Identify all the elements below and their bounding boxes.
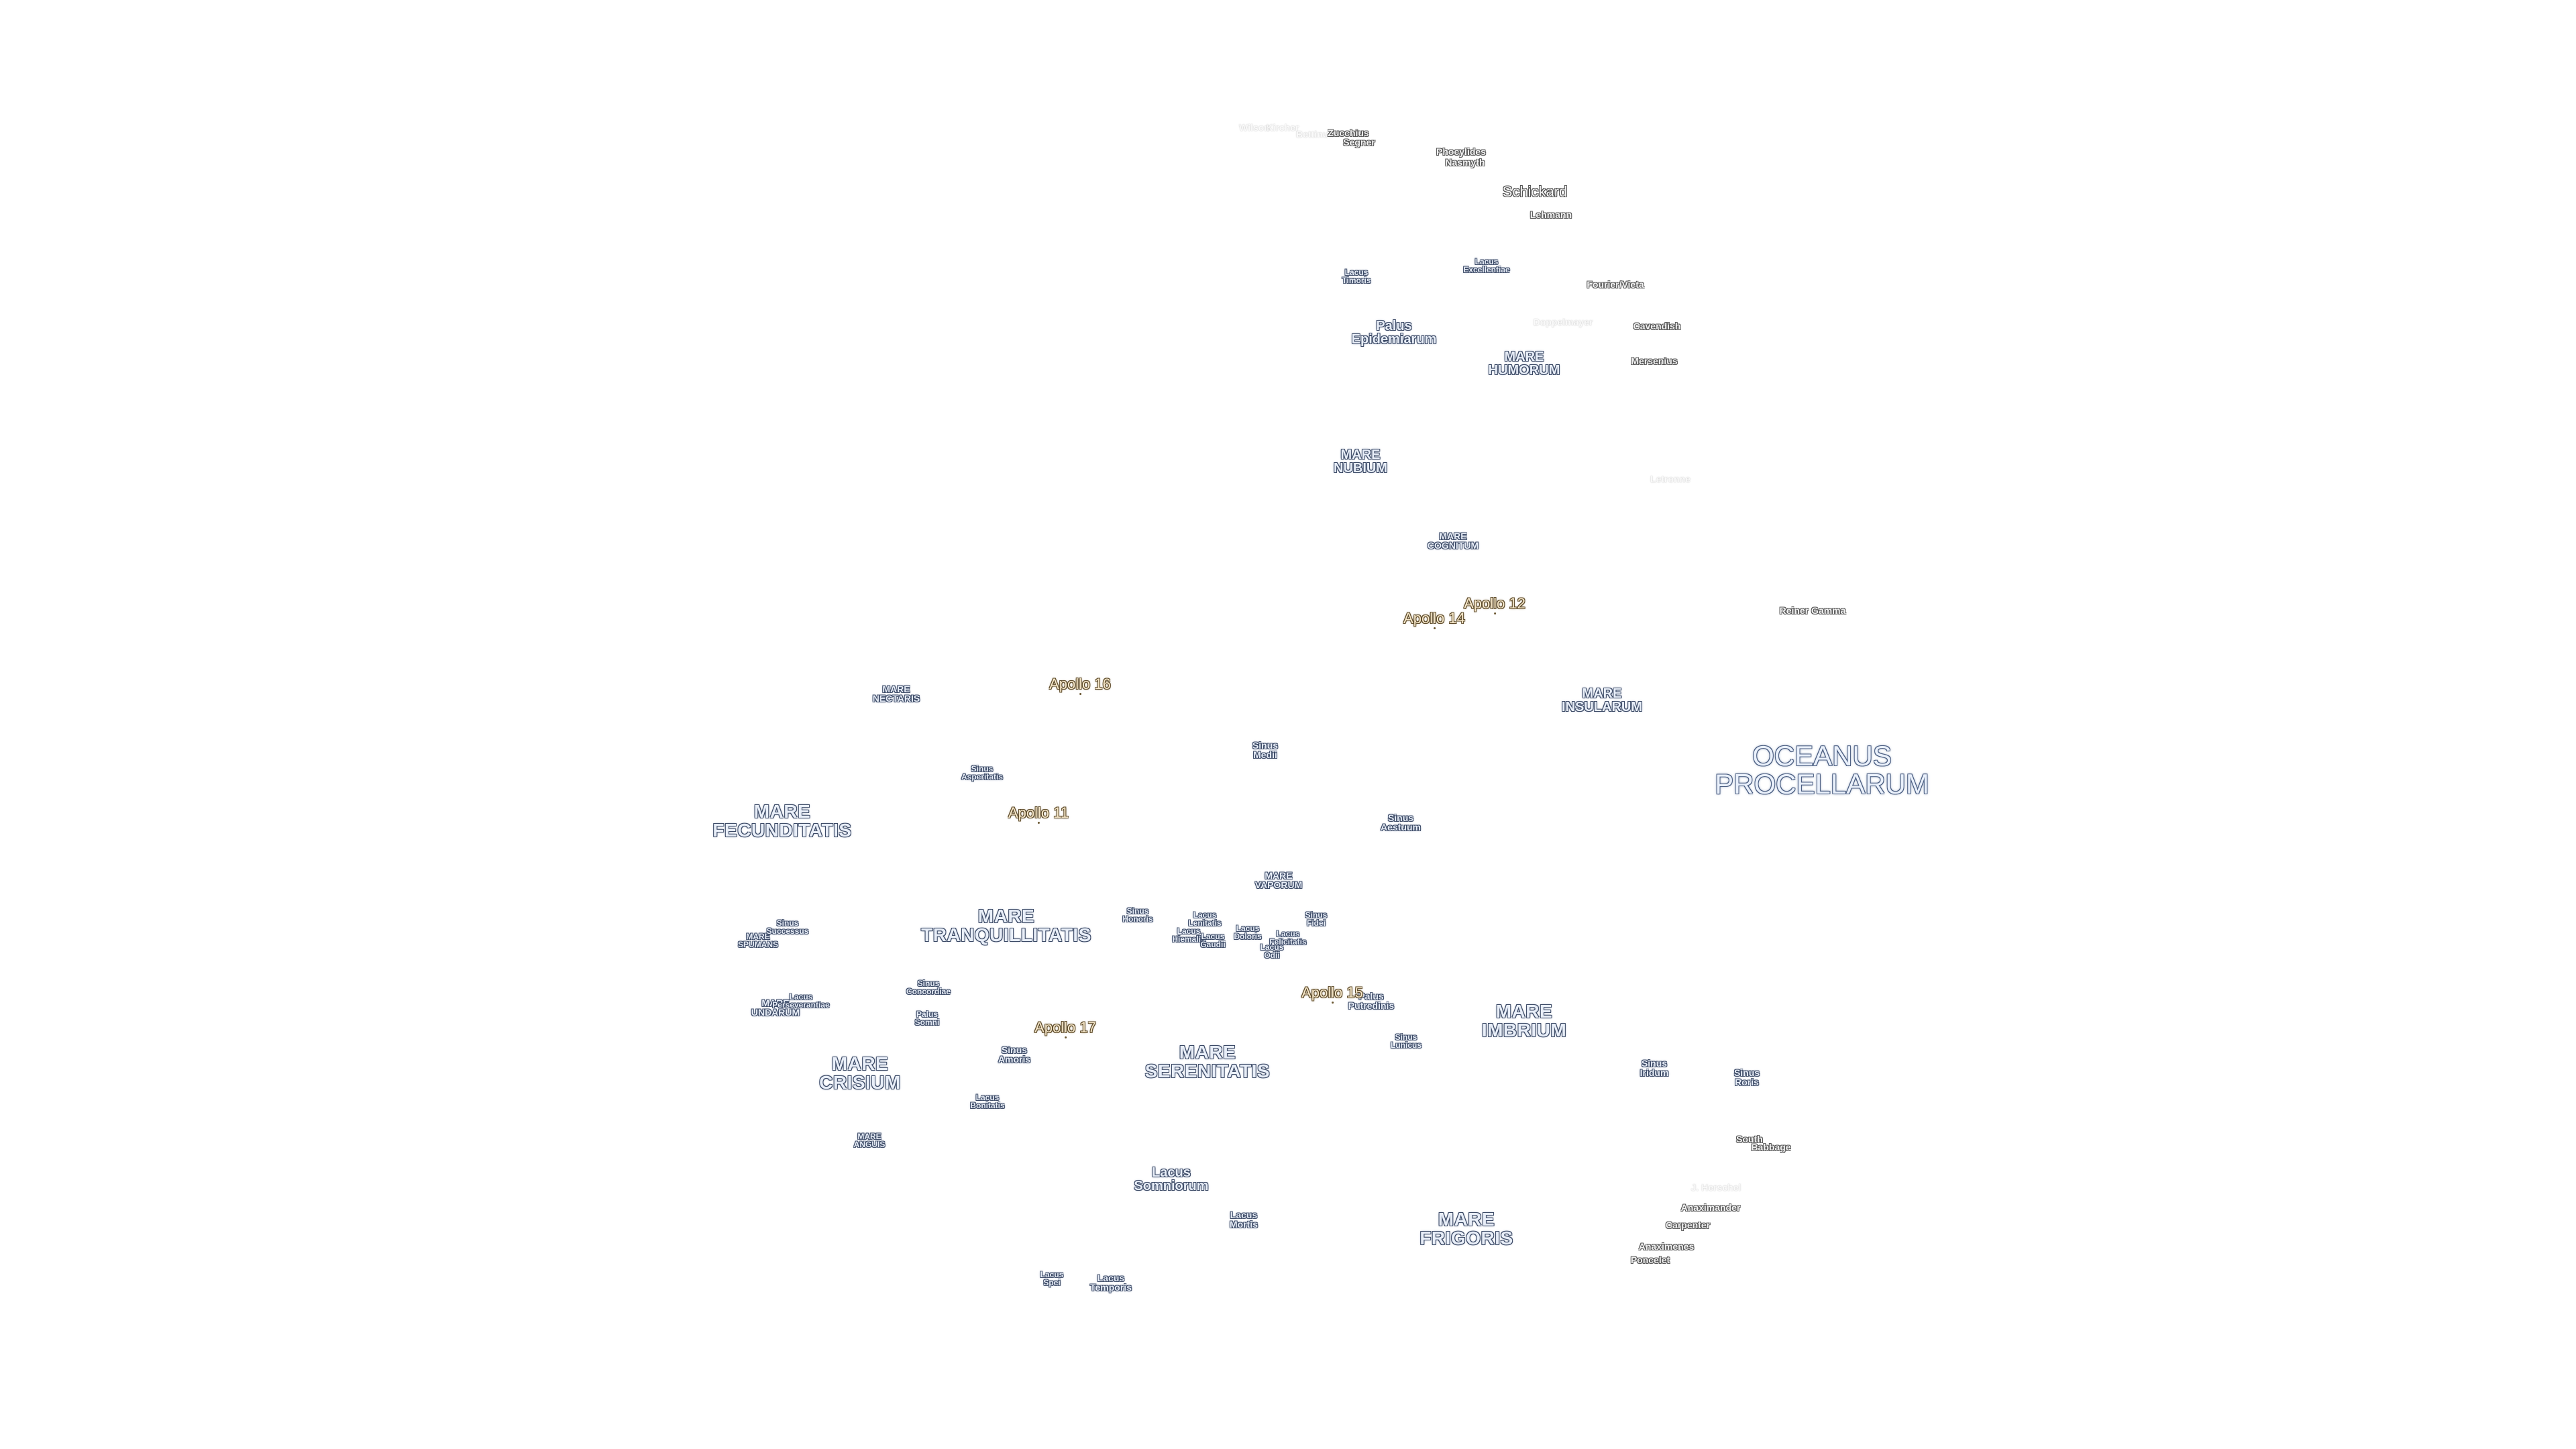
label-crater-lehmann: Lehmann	[1529, 209, 1572, 220]
marker-apollo-14[interactable]: Apollo 14	[1403, 611, 1465, 629]
marker-apollo-11[interactable]: Apollo 11	[1008, 806, 1069, 824]
label-crater-phocylides: Phocylides	[1436, 146, 1486, 157]
landing-site-dot	[1332, 1002, 1334, 1004]
label-crater-schickard: Schickard	[1502, 183, 1568, 200]
label-crater-babbage: Babbage	[1751, 1142, 1791, 1152]
label-crater-wilson: Wilson	[1239, 122, 1270, 133]
landing-site-dot	[1065, 1036, 1067, 1038]
landing-site-dot	[1434, 627, 1436, 629]
label-crater-kircher: Kircher	[1266, 122, 1299, 133]
label-crater-zucchius: Zucchius	[1328, 127, 1369, 138]
label-crater-mersenius: Mersenius	[1631, 356, 1678, 366]
label-crater-doppelmayer: Doppelmayer	[1533, 317, 1593, 327]
label-crater-anaximander: Anaximander	[1680, 1202, 1741, 1213]
marker-apollo-12[interactable]: Apollo 12	[1464, 596, 1525, 614]
marker-apollo-16[interactable]: Apollo 16	[1049, 677, 1111, 695]
landing-site-dot	[1037, 822, 1040, 824]
label-crater-anaximenes: Anaximenes	[1638, 1241, 1695, 1252]
label-crater-bettinus: Bettinus	[1296, 129, 1334, 140]
marker-apollo-15[interactable]: Apollo 15	[1301, 985, 1363, 1004]
label-crater-reiner-gamma: Reiner Gamma	[1779, 605, 1846, 616]
label-crater-j-herschel: J. Herschel	[1690, 1182, 1741, 1193]
label-crater-fourier-vieta: Fourier/Vieta	[1587, 279, 1644, 290]
label-crater-south: South	[1736, 1134, 1763, 1144]
label-crater-carpenter: Carpenter	[1665, 1220, 1711, 1230]
label-crater-poncelet: Poncelet	[1630, 1254, 1670, 1265]
landing-site-dot	[1494, 612, 1496, 614]
label-crater-nasmyth: Nasmyth	[1445, 157, 1485, 168]
landing-site-dot	[1079, 693, 1081, 695]
label-crater-letronne: Letronne	[1650, 474, 1690, 484]
label-crater-cavendish: Cavendish	[1633, 321, 1681, 331]
label-crater-segner: Segner	[1343, 137, 1375, 148]
marker-apollo-17[interactable]: Apollo 17	[1034, 1020, 1096, 1038]
